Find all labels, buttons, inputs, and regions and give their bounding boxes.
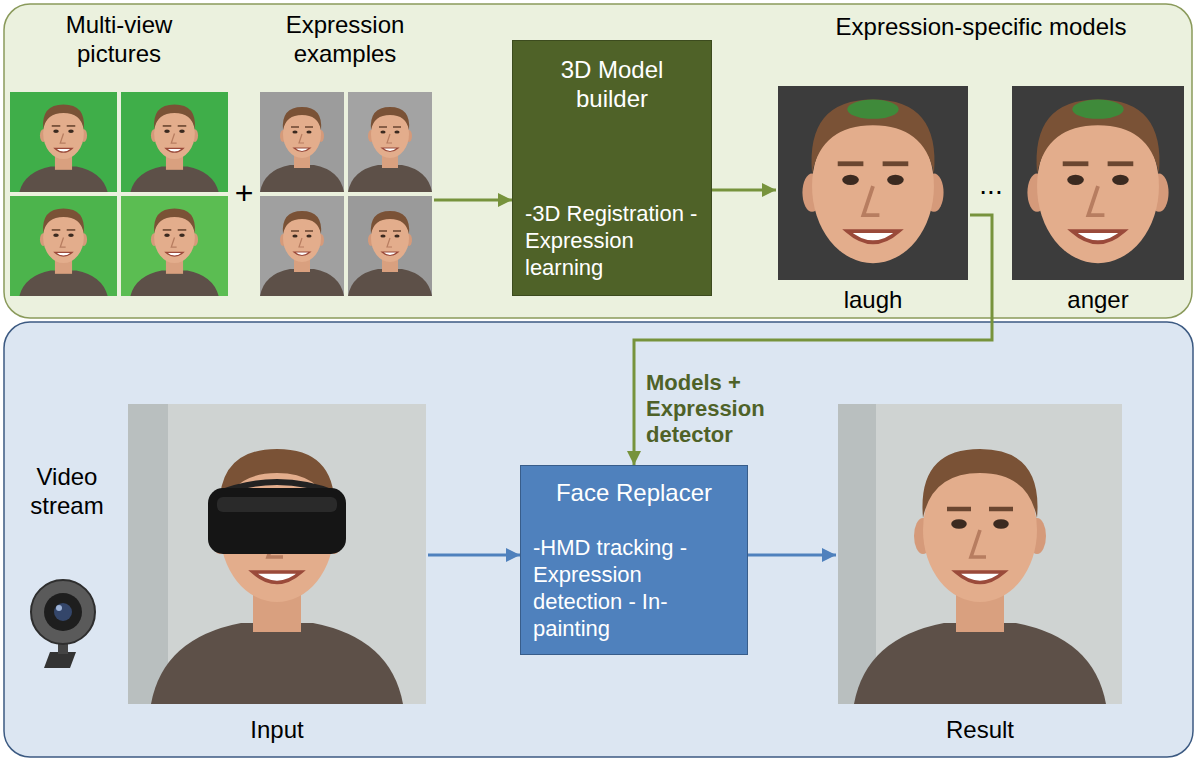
3d-face-model <box>1027 100 1168 264</box>
video-frame: Result <box>836 402 1124 744</box>
photo-ground <box>348 196 432 296</box>
caption-label: Video stream <box>12 462 122 520</box>
node-heading: Multi-view pictures <box>39 10 199 68</box>
face-photo <box>130 209 220 300</box>
webcam-base <box>44 652 76 668</box>
wall-stripe <box>838 404 876 704</box>
photo-ground <box>260 92 344 192</box>
model-render-ground <box>778 86 968 280</box>
face-photo <box>130 105 220 196</box>
wall-stripe <box>128 404 168 704</box>
face-photo <box>348 107 432 192</box>
ellipsis: ... <box>968 168 1014 202</box>
face-photo <box>348 211 432 296</box>
face-photo <box>19 105 109 196</box>
expression-photos <box>260 92 432 296</box>
flow-arrow <box>712 189 776 192</box>
webcam-body <box>31 580 95 644</box>
webcam-lens-ring <box>44 593 82 631</box>
3d-face-model <box>802 100 943 264</box>
photo-group: Expression examples <box>256 10 434 300</box>
flow-arrow <box>748 554 836 557</box>
hmd-face-photo <box>151 449 403 704</box>
photo-ground <box>348 92 432 192</box>
model-image: anger <box>1010 84 1186 314</box>
photo-ground <box>128 404 426 704</box>
bottom-panel <box>4 322 1193 757</box>
video-frame: Input <box>126 402 428 744</box>
photo-group: Multi-view pictures <box>8 10 230 300</box>
node-body: -HMD tracking -Expression detection - In… <box>533 534 735 642</box>
webcam-lens <box>54 603 72 621</box>
connector-label: Models + Expression detector <box>646 370 831 448</box>
node-heading: Expression examples <box>260 10 430 68</box>
face-photo <box>19 209 109 300</box>
process-box: Face Replacer -HMD tracking -Expression d… <box>520 465 748 655</box>
result-face-photo <box>854 449 1106 704</box>
caption-label: Expression-specific models <box>772 12 1190 41</box>
node-heading: 3D Model builder <box>525 55 699 113</box>
webcam-glint <box>56 605 62 611</box>
node-heading: Face Replacer <box>533 478 735 507</box>
photo-ground <box>838 404 1122 704</box>
flow-arrow <box>434 199 512 202</box>
model-render-ground <box>1012 86 1184 280</box>
webcam-icon <box>31 580 95 668</box>
multi-view-photos <box>10 92 228 300</box>
photo-ground <box>260 196 344 296</box>
node-heading: anger <box>1067 285 1128 314</box>
face-photo <box>260 107 344 192</box>
face-photo <box>260 211 344 296</box>
node-heading: laugh <box>844 285 903 314</box>
node-heading: Result <box>946 715 1014 744</box>
node-body: -3D Registration -Expression learning <box>525 200 699 281</box>
plus-sign: + <box>230 174 258 212</box>
flow-arrow <box>428 554 520 557</box>
top-panel <box>4 4 1192 318</box>
process-box: 3D Model builder -3D Registration -Expres… <box>512 40 712 296</box>
model-image: laugh <box>776 84 970 314</box>
node-heading: Input <box>250 715 303 744</box>
